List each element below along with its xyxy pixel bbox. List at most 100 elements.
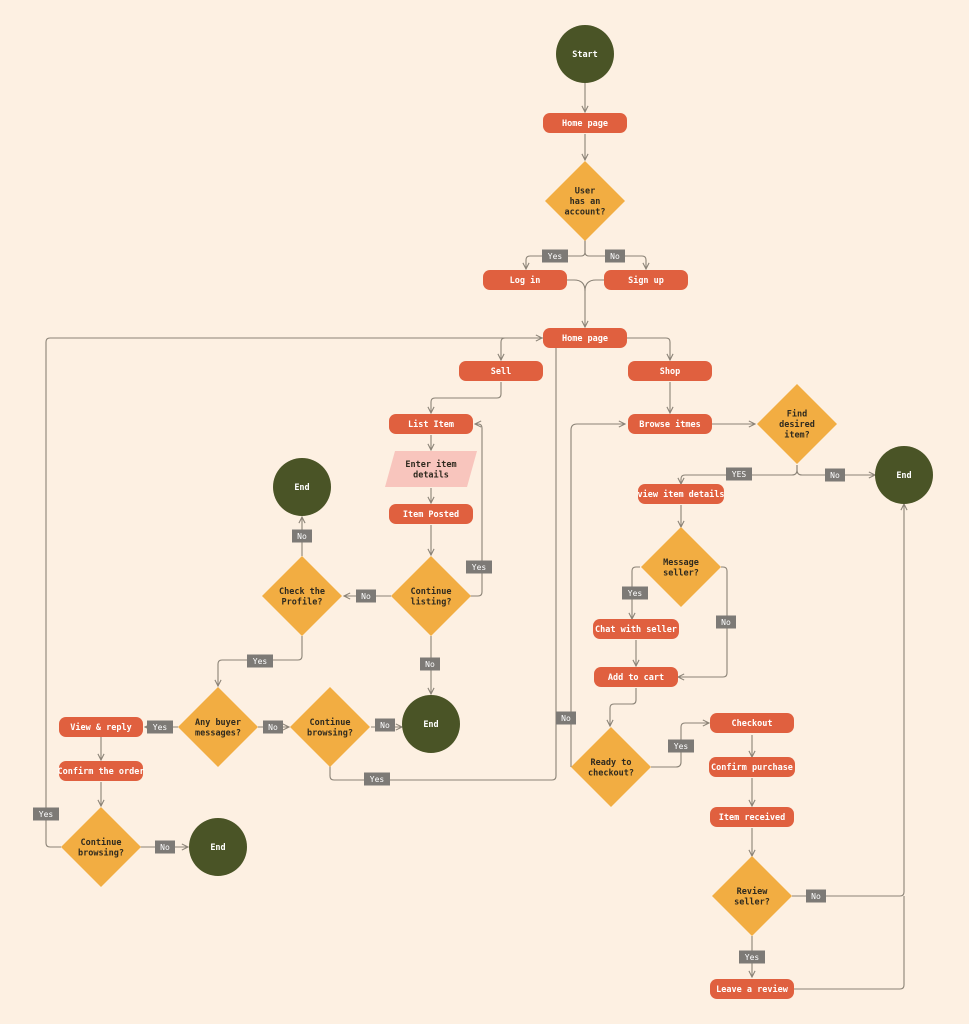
node-shop[interactable]: Shop: [628, 361, 712, 381]
edge-tag-text: YES: [732, 470, 747, 479]
node-confirm-order[interactable]: Confirm the order: [58, 761, 145, 781]
edge-tag-t18: No: [556, 711, 576, 725]
edge-tag-t1: Yes: [542, 249, 568, 263]
connector: [632, 566, 640, 619]
edge-tag-text: No: [721, 618, 731, 627]
node-item-received[interactable]: Item received: [710, 807, 794, 827]
node-confirm-purchase[interactable]: Confirm purchase: [709, 757, 795, 777]
edge-tag-text: No: [361, 592, 371, 601]
node-login[interactable]: Log in: [483, 270, 567, 290]
end-right-label: End: [896, 471, 911, 481]
node-view-details[interactable]: view item details: [638, 484, 725, 504]
edge-tag-t16: Yes: [622, 586, 648, 600]
connector: [570, 424, 625, 767]
connector: [329, 340, 556, 781]
connector: [431, 382, 502, 413]
node-chat-seller[interactable]: Chat with seller: [593, 619, 679, 639]
terminal-end-profile[interactable]: End: [273, 458, 331, 516]
edge-tag-text: Yes: [253, 657, 268, 666]
terminal-end-right[interactable]: End: [875, 446, 933, 504]
node-browse-items[interactable]: Browse itmes: [628, 414, 712, 434]
connector: [501, 337, 543, 360]
terminal-end-left[interactable]: End: [189, 818, 247, 876]
node-home2[interactable]: Home page: [543, 328, 627, 348]
edge-tag-t4: No: [292, 529, 312, 543]
edge-tag-text: No: [160, 843, 170, 852]
connectors: [45, 83, 905, 990]
node-sell[interactable]: Sell: [459, 361, 543, 381]
login-label: Log in: [510, 275, 541, 286]
edge-tag-text: No: [425, 660, 435, 669]
connector: [796, 465, 875, 475]
node-view-reply[interactable]: View & reply: [59, 717, 143, 737]
connector: [792, 504, 904, 897]
node-leave-review[interactable]: Leave a review: [710, 979, 794, 999]
node-signup[interactable]: Sign up: [604, 270, 688, 290]
edge-tag-t15: No: [825, 468, 845, 482]
connector: [45, 338, 542, 848]
edge-tag-text: No: [830, 471, 840, 480]
edge-tag-t7: Yes: [466, 560, 492, 574]
edge-tag-text: Yes: [153, 723, 168, 732]
node-list-item[interactable]: List Item: [389, 414, 473, 434]
edge-tag-t21: Yes: [739, 950, 765, 964]
edge-tag-t19: Yes: [668, 739, 694, 753]
confirm-purchase-label: Confirm purchase: [711, 762, 793, 773]
shop-label: Shop: [660, 367, 680, 377]
view-reply-label: View & reply: [70, 722, 131, 733]
edge-tag-text: No: [610, 252, 620, 261]
list-item-label: List Item: [408, 419, 454, 430]
edge-tag-text: No: [268, 723, 278, 732]
edge-tag-text: Yes: [548, 252, 563, 261]
item-received-label: Item received: [719, 812, 786, 823]
edge-tag-text: No: [297, 532, 307, 541]
node-checkout[interactable]: Checkout: [710, 713, 794, 733]
terminal-start[interactable]: Start: [556, 25, 614, 83]
add-cart-label: Add to cart: [608, 673, 664, 683]
node-home1[interactable]: Home page: [543, 113, 627, 133]
edge-tag-t8: Yes: [147, 720, 173, 734]
connector: [794, 896, 905, 990]
edge-tag-text: Yes: [628, 589, 643, 598]
checkout-label: Checkout: [732, 719, 773, 729]
edge-tag-t3: Yes: [247, 654, 273, 668]
edge-tag-t11: Yes: [364, 772, 390, 786]
edge-tag-t14: YES: [726, 467, 752, 481]
start-label: Start: [572, 50, 598, 60]
node-add-cart[interactable]: Add to cart: [594, 667, 678, 687]
signup-label: Sign up: [628, 275, 664, 286]
edge-tag-text: No: [380, 721, 390, 730]
node-item-posted[interactable]: Item Posted: [389, 504, 473, 524]
end-mid-label: End: [423, 720, 438, 730]
terminal-end-mid[interactable]: End: [402, 695, 460, 753]
edge-tag-t13: No: [155, 840, 175, 854]
edge-tag-t5: No: [356, 589, 376, 603]
sell-label: Sell: [491, 367, 511, 377]
item-posted-label: Item Posted: [403, 510, 459, 520]
edge-tag-text: Yes: [39, 810, 54, 819]
connector: [627, 337, 670, 360]
end-left-label: End: [210, 843, 225, 853]
edge-tag-t6: No: [420, 657, 440, 671]
edge-tag-text: No: [811, 892, 821, 901]
